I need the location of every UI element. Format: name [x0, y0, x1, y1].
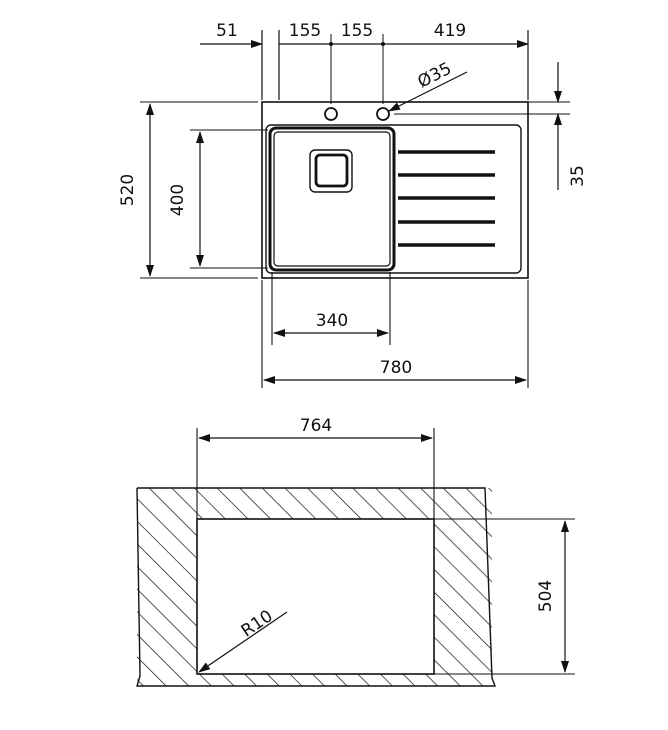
sink-inner-rim: [265, 124, 522, 274]
dim-cutout-depth-label: 504: [536, 580, 556, 612]
dim-hole-diameter-leader: [388, 71, 468, 112]
bowl-outline: [268, 126, 396, 272]
dim-left-offset: 51: [216, 21, 238, 41]
bowl-inner-outline: [273, 131, 391, 267]
drain-inner: [314, 153, 349, 188]
dim-bowl-width-label: 340: [316, 311, 348, 331]
dim-cutout-width: [196, 428, 435, 519]
dim-overall-depth-label: 520: [118, 174, 138, 206]
drainer-grooves: [398, 150, 495, 247]
dim-hole-edge: [394, 62, 570, 190]
dim-overall-width-label: 780: [380, 358, 412, 378]
countertop-hatched: [137, 488, 492, 686]
sink-outer-outline: [261, 101, 529, 279]
countertop-outline: [136, 487, 497, 687]
dim-hole-diameter: Ø35: [415, 59, 455, 93]
cutout-opening: [196, 518, 435, 675]
dim-corner-radius-label: R10: [238, 606, 277, 641]
dim-hole-spacing-1: 155: [289, 21, 321, 41]
dim-right-offset: 419: [434, 21, 466, 41]
dim-cutout-depth: [434, 518, 575, 675]
dim-corner-radius-leader: [198, 611, 288, 673]
dim-bowl-depth: [190, 129, 268, 269]
dim-overall-depth: [140, 101, 258, 279]
dim-cutout-width-label: 764: [300, 416, 332, 436]
dim-hole-edge-label: 35: [568, 165, 588, 187]
dim-top-chain: [200, 30, 529, 104]
cutout-view: 764 504 R10: [136, 416, 575, 687]
drain-outer: [309, 149, 353, 193]
dim-bowl-depth-label: 400: [168, 184, 188, 216]
top-view: 51 155 155 419 Ø35 35 520 400: [118, 21, 588, 388]
tap-hole-left: [324, 107, 338, 121]
tap-hole-right: [376, 107, 390, 121]
dim-bowl-width: [271, 272, 391, 345]
dim-overall-width: [261, 280, 529, 388]
dim-hole-spacing-2: 155: [341, 21, 373, 41]
